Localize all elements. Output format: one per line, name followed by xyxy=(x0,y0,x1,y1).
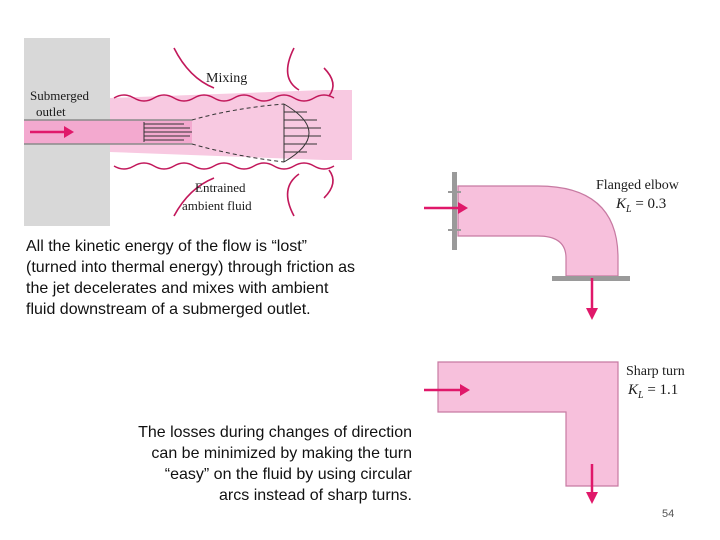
label-entrained-2: ambient fluid xyxy=(182,198,252,213)
text-line: can be minimized by making the turn xyxy=(151,445,412,462)
sharp-turn-drawing xyxy=(424,361,619,504)
text-line: The losses during changes of direction xyxy=(138,424,412,441)
mixing-layer-top xyxy=(113,94,335,102)
text-line: the jet decelerates and mixes with ambie… xyxy=(26,280,329,297)
sharp-turn-figure: Sharp turn KL = 1.1 xyxy=(408,356,708,506)
text-line: (turned into thermal energy) through fri… xyxy=(26,259,356,276)
velocity-profile-outlet xyxy=(143,122,192,142)
text-line: “easy” on the fluid by using circular xyxy=(164,466,412,483)
flanged-elbow-drawing xyxy=(424,172,630,320)
flange-left xyxy=(452,172,457,250)
text-line: fluid downstream of a submerged outlet. xyxy=(26,301,311,318)
k-symbol: K xyxy=(628,382,639,398)
sharp-turn-title: Sharp turn xyxy=(626,364,685,379)
flanged-elbow-title: Flanged elbow xyxy=(596,178,679,193)
flanged-elbow-k: KL = 0.3 xyxy=(616,196,666,215)
velocity-profile-downstream xyxy=(283,103,321,163)
direction-losses-text: The losses during changes of direction c… xyxy=(60,422,412,506)
k-value: = 1.1 xyxy=(643,382,679,398)
mixing-layer-bottom xyxy=(113,162,335,170)
page-number: 54 xyxy=(662,508,675,520)
k-symbol: K xyxy=(616,196,627,212)
label-entrained-1: Entrained xyxy=(195,180,246,195)
text-line: All the kinetic energy of the flow is “l… xyxy=(26,238,308,255)
submerged-outlet-figure: Submerged outlet Mixing Entrained ambien… xyxy=(24,38,352,226)
submerged-outlet-drawing: Submerged outlet Mixing Entrained ambien… xyxy=(24,38,352,226)
elbow-pipe xyxy=(457,185,619,277)
k-subscript: L xyxy=(638,390,644,401)
entrainment-arrows xyxy=(173,47,334,217)
k-subscript: L xyxy=(626,204,632,215)
label-outlet-2: outlet xyxy=(36,104,66,119)
flanged-elbow-figure: Flanged elbow KL = 0.3 xyxy=(408,158,708,330)
label-mixing: Mixing xyxy=(206,71,247,86)
text-line: arcs instead of sharp turns. xyxy=(219,487,412,504)
k-value: = 0.3 xyxy=(631,196,667,212)
sharp-turn-pipe xyxy=(437,361,619,487)
label-outlet-1: Submerged xyxy=(30,88,89,103)
sharp-turn-k: KL = 1.1 xyxy=(628,382,678,401)
kinetic-energy-text: All the kinetic energy of the flow is “l… xyxy=(26,236,406,320)
